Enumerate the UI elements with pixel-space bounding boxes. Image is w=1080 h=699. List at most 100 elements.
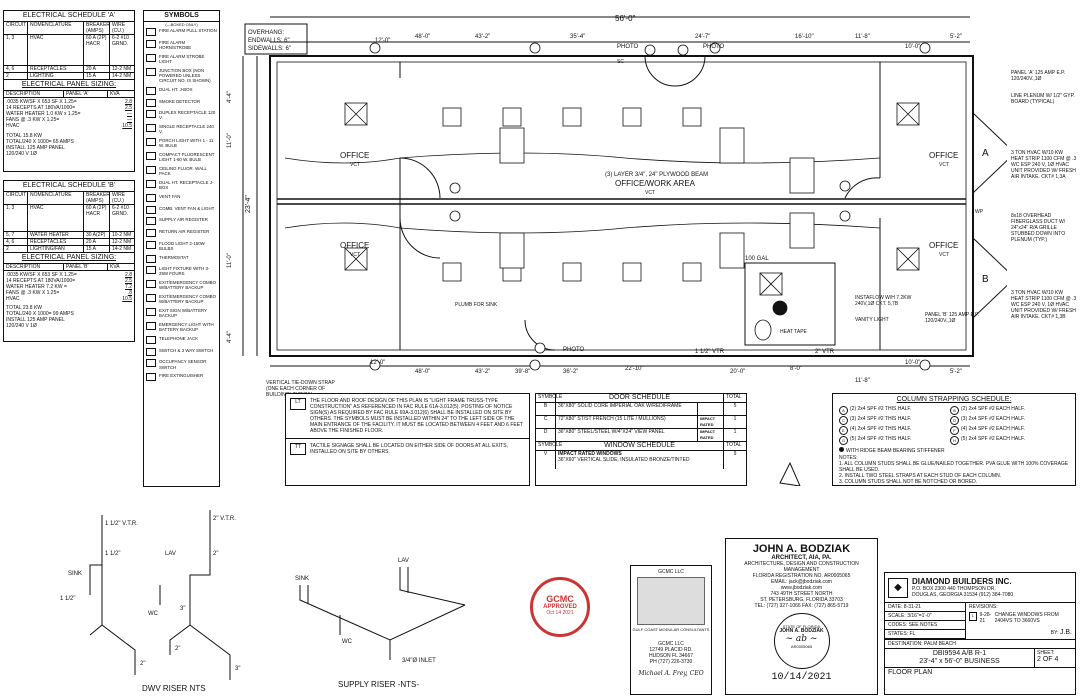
project-number: DBI9594 A/B R-1 <box>932 650 987 657</box>
card-city: HUDSON FL 34667 <box>649 653 693 659</box>
cell: 1, 3 <box>4 35 28 65</box>
symbol-glyph-icon <box>146 266 156 275</box>
symbol-glyph-icon <box>146 124 156 133</box>
strap-symbol-icon: H <box>950 436 959 445</box>
cell: TOTAL <box>726 442 742 448</box>
room-name: OFFICE <box>929 151 958 160</box>
ridge-dot-icon <box>839 447 844 452</box>
lt-note: LT THE FLOOR AND ROOF DESIGN OF THIS PLA… <box>286 394 529 438</box>
cell: SYMBOLE <box>538 442 563 450</box>
header-nomenclature: NOMENCLATURE <box>28 22 84 34</box>
symbol-item: DUAL HT. J-BOX <box>146 87 217 95</box>
dwv-label: WC <box>148 611 159 617</box>
dwv-label: 3" <box>235 666 240 672</box>
table-row: C 72"X80" ST/ST FRENCH (15 LITE / MULLIO… <box>536 416 746 429</box>
schedule-a-title: ELECTRICAL SCHEDULE 'A' <box>4 11 134 22</box>
electrical-schedule-a: ELECTRICAL SCHEDULE 'A' CIRCUIT NOMENCLA… <box>3 10 135 172</box>
supply-label: 3/4"Ø INLET <box>402 658 436 664</box>
card-company: GCMC LLC <box>658 641 684 647</box>
symbol-label: EXIT SIGN W/BATTERY BACKUP <box>159 308 207 319</box>
column-strapping-schedule: COLUMN STRAPPING SCHEDULE: A(2) 2x4 SPF … <box>832 393 1076 486</box>
cell: 5, 7 <box>4 232 28 238</box>
by-value: J.B. <box>1059 629 1072 636</box>
supply-riser-title: SUPPLY RISER -NTS- <box>338 680 419 689</box>
room-finish: VCT <box>350 252 360 258</box>
company-building-image <box>637 577 705 625</box>
vtr-label: 2" VTR <box>815 349 835 355</box>
symbol-label: SUPPLY AIR REGISTER <box>159 217 208 223</box>
architect-city: ST. PETERSBURG, FLORIDA 33703 <box>760 597 843 603</box>
symbol-glyph-icon <box>146 294 156 303</box>
symbol-item: FIRE ALARM PULL STATION <box>146 28 217 37</box>
dwv-riser-title: DWV RISER NTS <box>142 684 206 693</box>
notes-title: NOTES: <box>839 455 858 461</box>
cell: TOTAL <box>726 394 742 400</box>
schedule-b-title: ELECTRICAL SCHEDULE 'B' <box>4 181 134 192</box>
table-row: B 36"X80" SOLID CORE IMPERIAL OAK W/REDI… <box>536 403 746 416</box>
revision-triangle <box>779 461 801 486</box>
symbol-glyph-icon <box>146 138 156 147</box>
dwv-label: 3" <box>180 606 185 612</box>
gcmc-card: GCMC LLC GULF COAST MODULAR CONSULTANTS … <box>630 565 712 695</box>
title-right-col: REVISIONS: 1 9-28-21 CHANGE WINDOWS FROM… <box>966 603 1075 639</box>
card-address: 12749 PLACID RD. <box>649 647 693 653</box>
company-address: P.O. BOX 2300 440 THOMPSON DR. <box>912 586 996 592</box>
strap-text: (4) 2x4 SPF #2 THIS HALF. <box>850 426 912 432</box>
architect-date: 10/14/2021 <box>771 672 832 683</box>
sheet-label: SHEET: <box>1037 650 1055 656</box>
cell: V <box>536 451 556 469</box>
symbol-label: VENT FAN <box>159 194 181 200</box>
cell: 20 A <box>84 239 110 245</box>
cell: PANEL 'B' <box>64 264 108 270</box>
cell: 10-2 NM <box>112 232 132 238</box>
value: — <box>127 111 132 117</box>
symbol-glyph-icon <box>146 280 156 289</box>
cell: 1 <box>733 429 737 435</box>
bottom-dim: 5'-2" <box>950 369 962 375</box>
date-field: DATE: 8-31-21 <box>885 603 965 612</box>
instaflow-label: INSTAFLOW W/H 7.2KW 240V,1Ø CKT. 5,7B <box>855 295 912 307</box>
value: 2.5 <box>125 105 132 111</box>
codes-label: CODES: <box>888 622 908 628</box>
value: 2.5 <box>125 278 132 284</box>
total-kw: TOTAL 15.8 KW <box>6 133 43 139</box>
header-circuit: CIRCUIT <box>4 192 28 204</box>
architect-address: 743 49TH STREET NORTH <box>770 591 833 597</box>
cell: 4, 6 <box>4 66 28 72</box>
symbol-glyph-icon <box>146 217 156 226</box>
room-name: OFFICE/WORK AREA <box>615 179 696 188</box>
cell: 6-2 #10 GRND. <box>112 205 129 217</box>
symbol-label: COMPACT FLUORESCENT LIGHT 1-60 W. BULB <box>159 152 215 163</box>
hvac-a-spec: 3 TON HVAC W/10 KW HEAT STRIP 1100 CFM @… <box>1011 150 1077 180</box>
strap-note: 1. ALL COLUMN STUDS SHALL BE GLUE/NAILED… <box>839 461 1069 473</box>
cell: HVAC <box>28 35 84 65</box>
symbol-label: DUPLEX RECEPTACLE 120 V. <box>159 110 216 121</box>
cell: DESCRIPTION <box>4 91 64 97</box>
cell: 60 A (2P) HACR <box>84 35 110 65</box>
card-phone: PH (727) 226-3730 <box>649 659 693 665</box>
strapping-rows: A(2) 2x4 SPF #2 THIS HALF.B(2) 2x4 SPF #… <box>833 406 1075 445</box>
bottom-dim: 48'-0" <box>415 369 430 375</box>
stamp-name: GCMC <box>546 594 574 604</box>
title-block-body: DATE: 8-31-21 SCALE: 3/16"=1'-0" CODES: … <box>885 603 1075 639</box>
label: HVAC <box>6 296 20 302</box>
drawing-title: FLOOR PLAN <box>885 667 1075 678</box>
strap-text: (2) 2x4 SPF #2 THIS HALF. <box>850 406 912 412</box>
lt-tag: LT <box>290 398 306 410</box>
cell: IMPACT RATED <box>698 416 724 428</box>
symbols-legend: SYMBOLS (—BOXED ONLY) FIRE ALARM PULL ST… <box>143 10 220 487</box>
company-header: ◆ DIAMOND BUILDERS INC. P.O. BOX 2300 44… <box>885 573 1075 603</box>
supply-label: SINK <box>295 576 309 582</box>
gcmc-approved-stamp: GCMC APPROVED Oct 14 2021 <box>530 577 590 637</box>
header-breaker: BREAKER (AMPS) <box>86 22 110 34</box>
top-dim: 24'-7" <box>695 34 710 40</box>
symbol-label: SINGLE RECEPTACLE 240 V. <box>159 124 214 135</box>
symbol-label: FIRE EXTINGUISHER <box>159 373 204 379</box>
architect-block: JOHN A. BODZIAK ARCHITECT, AIA, PA. ARCH… <box>725 538 878 695</box>
cell: PANEL 'A' <box>64 91 108 97</box>
symbol-item: COMPACT FLUORESCENT LIGHT 1-60 W. BULB <box>146 152 217 162</box>
revision-text: CHANGE WINDOWS FROM 2404VS TO 3660VS <box>994 612 1059 624</box>
strap-symbol-icon: B <box>950 406 959 415</box>
list-item: FANS @ .3 KW X 1.25=.8 <box>6 290 132 296</box>
